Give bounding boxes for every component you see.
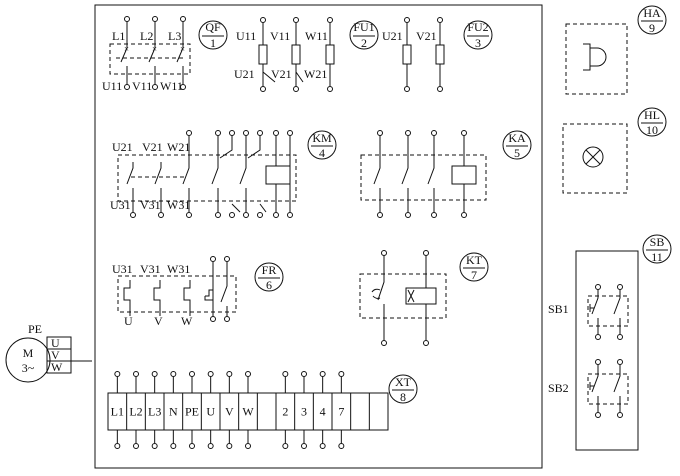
qf-number: 1 [210, 36, 216, 50]
fr-number: 6 [266, 278, 272, 292]
xt-terminal-5: PE [185, 405, 199, 419]
km-top-label-2: V21 [142, 140, 163, 154]
fu1-tag: FU1 [353, 20, 374, 34]
qf-top-label-2: L2 [140, 29, 153, 43]
ka-number: 5 [514, 146, 520, 160]
fu2-number: 3 [475, 36, 481, 50]
qf-top-label-3: L3 [168, 29, 181, 43]
xt-terminal-8: W [242, 405, 254, 419]
km-number: 4 [319, 146, 325, 160]
km-tag: KM [312, 131, 332, 145]
fr-bottom-label-2: V [154, 314, 163, 328]
kt-time-relay: KT 7 [359, 250, 489, 346]
svg-text:×: × [152, 44, 157, 54]
km-bottom-label-2: V31 [140, 198, 161, 212]
motor-terminal-w: W [51, 360, 63, 374]
xt-terminal-13: 7 [338, 405, 344, 419]
xt-terminal-12: 4 [320, 405, 326, 419]
fu1-fuses: U11 V11 W11 U21 V21 W21 FU1 2 [234, 17, 379, 92]
motor: M 3~ PE U V W [5, 322, 92, 383]
fu1-bottom-label-3: W21 [304, 67, 327, 81]
xt-terminal-4: N [169, 405, 178, 419]
xt-terminal-10: 2 [282, 405, 288, 419]
kt-number: 7 [471, 268, 477, 282]
hl-number: 10 [646, 123, 658, 137]
sb-tag: SB [650, 235, 665, 249]
fu2-top-label-2: V21 [416, 29, 437, 43]
fu1-bottom-label-2: V21 [271, 67, 292, 81]
fr-bottom-label-3: W [181, 314, 193, 328]
qf-tag: QF [205, 20, 221, 34]
fr-thermal-relay: U31 V31 W31 U V W FR 6 [112, 256, 284, 328]
sb2-label: SB2 [548, 381, 569, 395]
fu2-fuses: U21 V21 FU2 3 [382, 17, 493, 92]
motor-label-line2: 3~ [22, 361, 35, 375]
panel-frame [94, 4, 543, 469]
motor-pe-label: PE [28, 322, 42, 336]
xt-tag: XT [395, 375, 412, 389]
km-bottom-label-1: U31 [110, 198, 131, 212]
fr-top-label-2: V31 [140, 262, 161, 276]
motor-label-line1: M [23, 346, 34, 360]
qf-bottom-label-3: W11 [160, 79, 183, 93]
qf-breaker: L1 L2 L3 × × × U11 V11 W11 QF 1 [102, 16, 228, 93]
kt-tag: KT [466, 253, 483, 267]
fr-bottom-label-1: U [124, 314, 133, 328]
sb1-label: SB1 [548, 302, 569, 316]
xt-terminal-1: L1 [111, 405, 124, 419]
qf-top-label-1: L1 [112, 29, 125, 43]
fu1-top-label-3: W11 [305, 29, 328, 43]
km-top-label-1: U21 [112, 140, 133, 154]
xt-terminal-6: U [206, 405, 215, 419]
km-contactor: U21 V21 W21 U31 V31 W31 [110, 130, 337, 218]
km-bottom-label-3: W31 [167, 198, 190, 212]
km-top-label-3: W21 [167, 140, 190, 154]
motor-terminal-u: U [51, 336, 60, 350]
sb-number: 11 [651, 250, 663, 264]
fu1-number: 2 [361, 36, 367, 50]
ka-relay: KA 5 [360, 130, 532, 218]
xt-terminal-2: L2 [129, 405, 142, 419]
ha-number: 9 [649, 21, 655, 35]
svg-text:×: × [124, 44, 129, 54]
xt-terminal-3: L3 [148, 405, 161, 419]
ka-tag: KA [508, 131, 526, 145]
sb-pushbuttons: SB 11 SB1 SB2 [548, 234, 672, 451]
fr-top-label-1: U31 [112, 262, 133, 276]
fu2-top-label-1: U21 [382, 29, 403, 43]
hl-tag: HL [644, 108, 660, 122]
qf-bottom-label-2: V11 [132, 79, 152, 93]
xt-terminal-7: V [225, 405, 234, 419]
ha-tag: HA [643, 6, 661, 20]
fr-tag: FR [262, 263, 277, 277]
xt-terminal-11: 3 [301, 405, 307, 419]
fu2-tag: FU2 [467, 20, 488, 34]
svg-text:×: × [180, 44, 185, 54]
motor-terminal-v: V [51, 348, 60, 362]
qf-bottom-label-1: U11 [102, 79, 122, 93]
hl-indicator-lamp: HL 10 [562, 107, 667, 194]
xt-number: 8 [400, 390, 406, 404]
fu1-top-label-1: U11 [236, 29, 256, 43]
fu1-top-label-2: V11 [270, 29, 290, 43]
fu1-bottom-label-1: U21 [234, 67, 255, 81]
ha-buzzer: HA 9 [565, 5, 667, 95]
fr-top-label-3: W31 [167, 262, 190, 276]
